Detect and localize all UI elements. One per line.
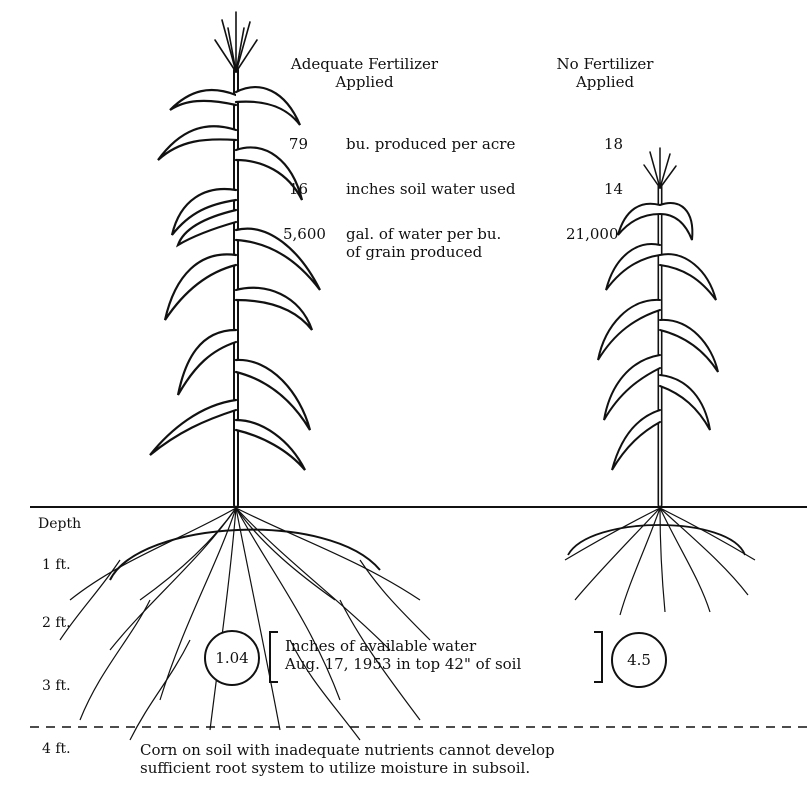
no-fertilizer-header: No Fertilizer Applied [530, 55, 680, 91]
available-water-adequate-value: 1.04 [215, 649, 248, 667]
depth-mark-2ft: 2 ft. [42, 614, 71, 632]
adequate-header-line-1: Adequate Fertilizer [262, 55, 467, 73]
short-root-mass-outline [568, 525, 745, 555]
short-tassel [644, 148, 676, 188]
no-fertilizer-header-line-1: No Fertilizer [530, 55, 680, 73]
depth-mark-3ft: 3 ft. [42, 677, 71, 695]
stat-gallons-label-line-2: of grain produced [346, 243, 501, 261]
stat-yield-label: bu. produced per acre [346, 135, 515, 153]
available-water-caption: Inches of available water Aug. 17, 1953 … [285, 637, 521, 673]
stat-water-used-none: 14 [604, 180, 623, 198]
available-water-none-value: 4.5 [627, 651, 651, 669]
available-water-none-circle: 4.5 [611, 632, 667, 688]
footnote: Corn on soil with inadequate nutrients c… [140, 741, 555, 777]
short-root-fibers [565, 508, 755, 615]
footnote-line-2: sufficient root system to utilize moistu… [140, 759, 555, 777]
left-bracket [270, 632, 278, 682]
stat-gallons-none: 21,000 [566, 225, 619, 243]
fertilized-root-system [60, 508, 430, 740]
adequate-header: Adequate Fertilizer Applied [262, 55, 467, 91]
right-bracket [594, 632, 602, 682]
stat-gallons-label-line-1: gal. of water per bu. [346, 225, 501, 243]
stat-yield-adequate: 79 [268, 135, 308, 153]
footnote-line-1: Corn on soil with inadequate nutrients c… [140, 741, 555, 759]
depth-title: Depth [38, 515, 81, 533]
root-fibers [60, 508, 430, 740]
unfertilized-corn-plant [598, 148, 718, 505]
stat-gallons-adequate: 5,600 [283, 225, 326, 243]
unfertilized-root-system [565, 508, 755, 615]
depth-mark-4ft: 4 ft. [42, 740, 71, 758]
no-fertilizer-header-line-2: Applied [530, 73, 680, 91]
adequate-header-line-2: Applied [262, 73, 467, 91]
available-water-adequate-circle: 1.04 [204, 630, 260, 686]
stat-water-used-label: inches soil water used [346, 180, 515, 198]
stat-gallons-label: gal. of water per bu. of grain produced [346, 225, 501, 261]
stat-yield-none: 18 [604, 135, 623, 153]
available-water-caption-line-1: Inches of available water [285, 637, 521, 655]
available-water-caption-line-2: Aug. 17, 1953 in top 42" of soil [285, 655, 521, 673]
stat-water-used-adequate: 16 [268, 180, 308, 198]
depth-mark-1ft: 1 ft. [42, 556, 71, 574]
tall-tassel [215, 12, 257, 72]
